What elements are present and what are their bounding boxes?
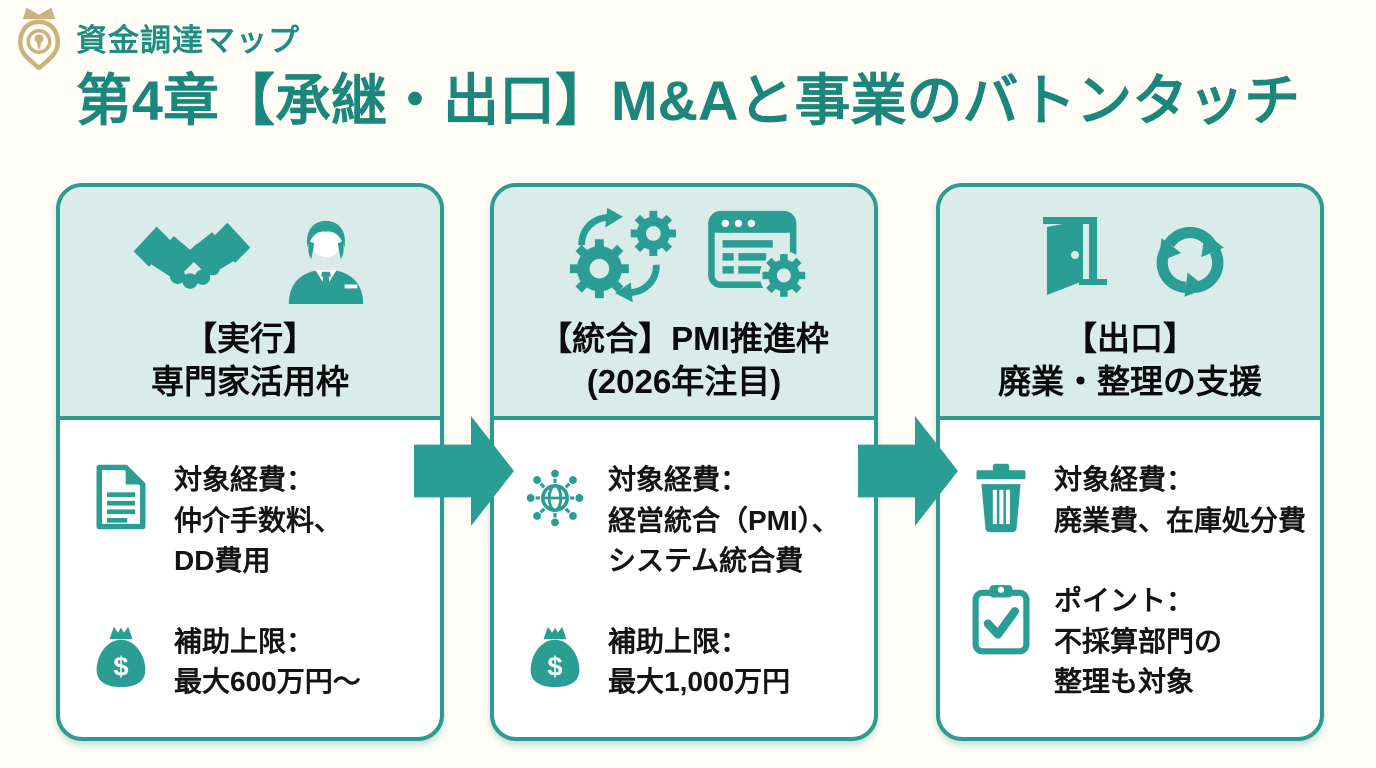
list-item: ポイント： 不採算部門の 整理も対象 bbox=[968, 581, 1306, 703]
item-text: 対象経費： 経営統合（PMI）、 システム統合費 bbox=[608, 464, 840, 577]
businessman-icon bbox=[281, 216, 371, 306]
card-exit-body: 対象経費： 廃業費、在庫処分費 ポイント： 不採算部門の 整理も対象 bbox=[940, 420, 1320, 737]
document-icon bbox=[88, 460, 154, 532]
card-integration-body: 対象経費： 経営統合（PMI）、 システム統合費 $ 補助上限： 最大1,000… bbox=[494, 420, 874, 737]
item-text: ポイント： 不採算部門の 整理も対象 bbox=[1054, 585, 1223, 698]
list-item: $ 補助上限： 最大600万円〜 bbox=[88, 622, 426, 703]
page-title: 第4章【承継・出口】M&Aと事業のバトンタッチ bbox=[75, 69, 1301, 132]
svg-text:$: $ bbox=[113, 650, 128, 681]
globe-network-icon bbox=[522, 460, 588, 534]
money-bag-icon: $ bbox=[88, 622, 154, 690]
card-execution-body: 対象経費： 仲介手数料、 DD費用 $ 補助上限： 最大600万円〜 bbox=[60, 420, 440, 737]
card-exit-title: 【出口】 廃業・整理の支援 bbox=[998, 320, 1262, 401]
card-integration-title: 【統合】PMI推進枠 (2026年注目) bbox=[539, 320, 829, 401]
card-integration-header: 【統合】PMI推進枠 (2026年注目) bbox=[494, 187, 874, 420]
trash-icon bbox=[968, 460, 1034, 534]
door-exit-icon bbox=[1020, 215, 1114, 303]
svg-text:$: $ bbox=[547, 650, 562, 681]
clipboard-check-icon bbox=[968, 581, 1034, 655]
card-exit-header-icons bbox=[1020, 212, 1240, 306]
card-execution: 【実行】 専門家活用枠 対象経費： 仲介手数料、 DD費用 bbox=[56, 183, 444, 741]
item-text: 補助上限： 最大1,000万円 bbox=[608, 625, 791, 698]
card-exit-header: 【出口】 廃業・整理の支援 bbox=[940, 187, 1320, 420]
list-item: $ 補助上限： 最大1,000万円 bbox=[522, 622, 860, 703]
browser-gear-icon bbox=[704, 208, 808, 302]
card-execution-header-icons bbox=[129, 216, 371, 306]
card-execution-header: 【実行】 専門家活用枠 bbox=[60, 187, 440, 420]
item-text: 補助上限： 最大600万円〜 bbox=[174, 625, 361, 698]
card-execution-title: 【実行】 専門家活用枠 bbox=[151, 320, 349, 401]
list-item: 対象経費： 仲介手数料、 DD費用 bbox=[88, 460, 426, 582]
list-item: 対象経費： 経営統合（PMI）、 システム統合費 bbox=[522, 460, 860, 582]
item-text: 対象経費： 仲介手数料、 DD費用 bbox=[174, 464, 343, 577]
money-bag-icon: $ bbox=[522, 622, 588, 690]
gears-sync-icon bbox=[560, 204, 678, 306]
item-text: 対象経費： 廃業費、在庫処分費 bbox=[1054, 464, 1307, 536]
card-integration: 【統合】PMI推進枠 (2026年注目) bbox=[490, 183, 878, 741]
card-integration-header-icons bbox=[560, 204, 808, 306]
brand-name: 資金調達マップ bbox=[76, 22, 300, 58]
brand: 資金調達マップ bbox=[12, 4, 300, 70]
card-exit: 【出口】 廃業・整理の支援 対象経費： 廃業費、在庫処分費 bbox=[936, 183, 1324, 741]
recycle-icon bbox=[1140, 212, 1240, 306]
list-item: 対象経費： 廃業費、在庫処分費 bbox=[968, 460, 1306, 541]
map-pin-crown-icon bbox=[12, 4, 66, 70]
handshake-icon bbox=[129, 217, 255, 305]
